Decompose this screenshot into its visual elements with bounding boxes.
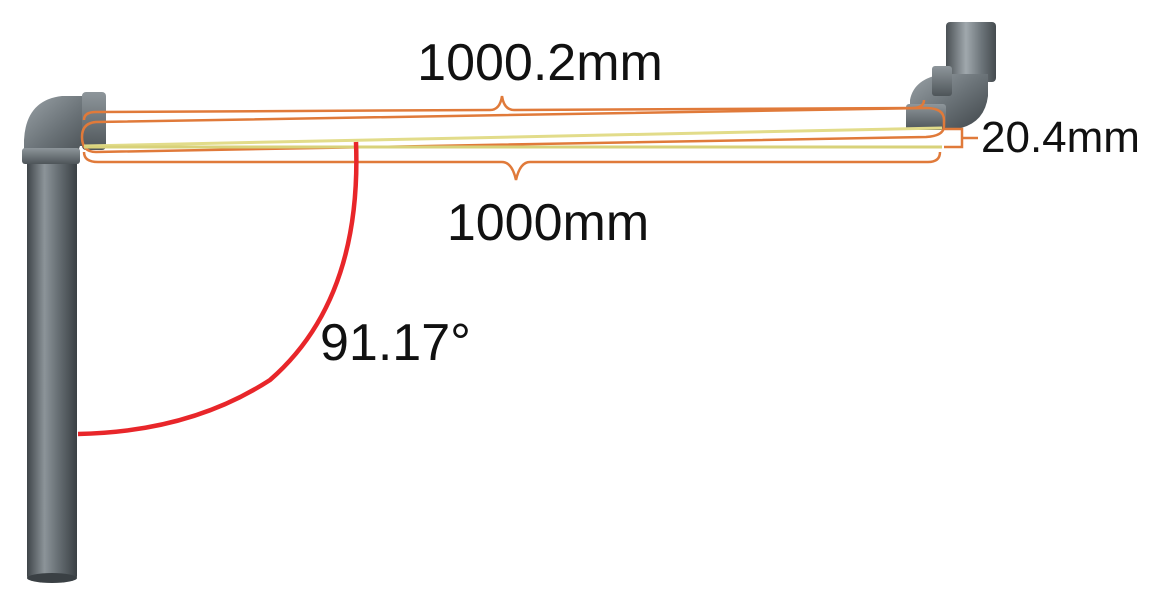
right-elbow-fitting <box>906 22 996 130</box>
sloped-pipe-outline <box>80 106 946 154</box>
top-brace <box>82 95 926 121</box>
sloped-reference-line <box>83 126 943 148</box>
slope-length-label: 1000.2mm <box>417 34 663 92</box>
left-vertical-pipe <box>27 152 77 583</box>
angle-arc <box>77 141 359 437</box>
left-elbow-fitting <box>22 92 106 164</box>
horizontal-length-label: 1000mm <box>447 194 649 252</box>
rise-label: 20.4mm <box>981 113 1140 162</box>
bottom-brace <box>82 151 942 181</box>
angle-label: 91.17° <box>320 314 471 372</box>
rise-bracket <box>944 127 978 149</box>
